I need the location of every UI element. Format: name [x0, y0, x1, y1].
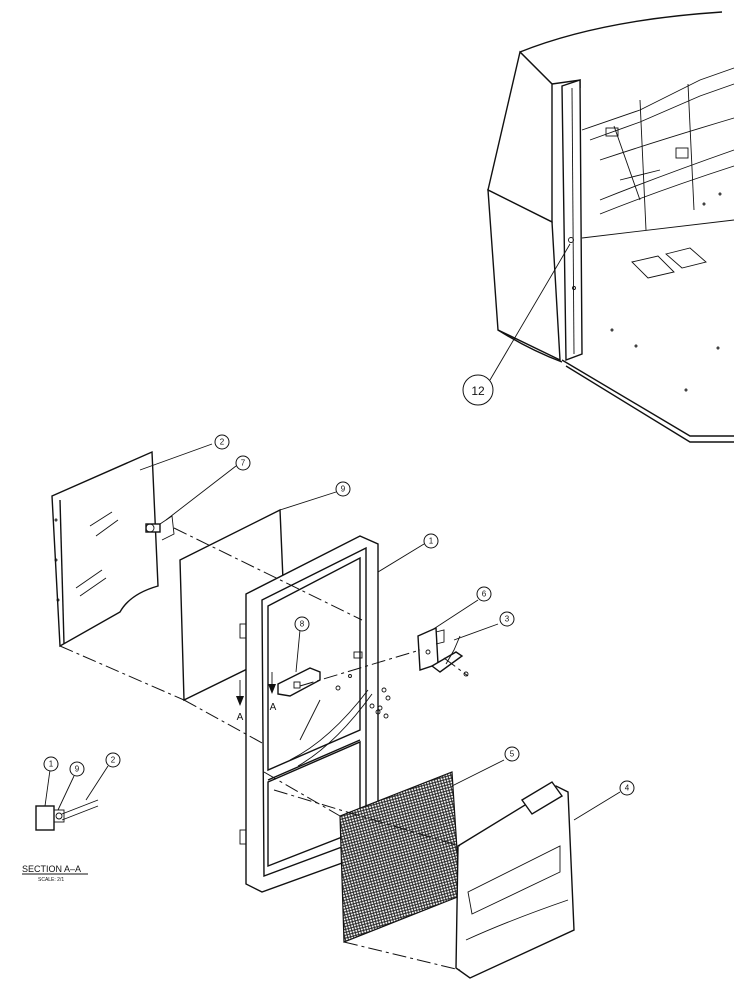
callout-7: 7 [235, 455, 251, 471]
section-callout-9-label: 9 [75, 765, 80, 774]
callout-12: 12 [462, 374, 494, 406]
callout-8-label: 8 [300, 620, 305, 629]
callout-9-label: 9 [341, 485, 346, 494]
door-glass [51, 443, 213, 648]
section-view-scale: SCALE: 2/1 [38, 877, 64, 883]
callout-5: 5 [504, 746, 520, 762]
callout-4-label: 4 [625, 784, 630, 793]
section-callout-9: 9 [69, 761, 85, 777]
cab-assembly [487, 11, 735, 443]
callout-4: 4 [619, 780, 635, 796]
callout-1: 1 [423, 533, 439, 549]
callout-3-label: 3 [505, 615, 510, 624]
callout-6-label: 6 [482, 590, 487, 599]
section-a-a-detail: SECTION A–A SCALE: 2/1 [22, 765, 109, 883]
callout-2-label: 2 [220, 438, 225, 447]
lower-trim-panel [455, 781, 621, 979]
callout-12-label: 12 [471, 384, 485, 398]
callout-1-label: 1 [429, 537, 434, 546]
section-view-title: SECTION A–A [22, 864, 81, 874]
callout-7-label: 7 [241, 459, 246, 468]
section-callout-1-label: 1 [49, 760, 54, 769]
section-mark-a-right: A [270, 702, 277, 713]
callout-8: 8 [294, 616, 310, 632]
callout-9: 9 [335, 481, 351, 497]
callout-3: 3 [499, 611, 515, 627]
callout-2: 2 [214, 434, 230, 450]
door-frame [239, 535, 425, 893]
section-marker-left: A [236, 680, 244, 723]
callout-6: 6 [476, 586, 492, 602]
door-handle [430, 623, 499, 677]
latch-striker [145, 465, 237, 541]
door-latch [417, 599, 479, 671]
section-callout-2-label: 2 [111, 756, 116, 765]
section-mark-a-left: A [237, 712, 244, 723]
callout-5-label: 5 [510, 750, 515, 759]
section-callout-1: 1 [43, 756, 59, 772]
section-callout-2: 2 [105, 752, 121, 768]
fasteners [348, 674, 391, 719]
assembly-lines [59, 527, 469, 971]
section-marker-right: A [268, 672, 277, 713]
